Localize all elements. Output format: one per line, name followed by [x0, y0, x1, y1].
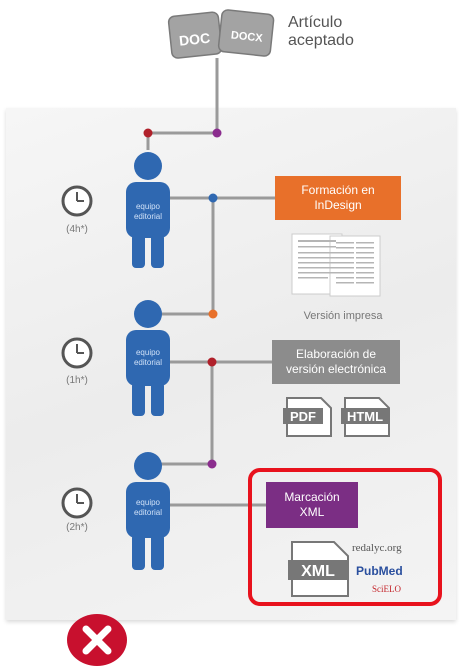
- xml-file-icon: XML: [288, 541, 349, 597]
- clock-icon: [61, 185, 93, 217]
- printed-pages-icon: [291, 233, 381, 297]
- node-dot: [143, 128, 153, 138]
- step2-box: Elaboración de versión electrónica: [272, 340, 400, 384]
- close-icon[interactable]: [66, 612, 128, 666]
- docx-label: DOCX: [230, 29, 264, 44]
- node-dot: [208, 309, 218, 319]
- person-label-line-1: equipo: [135, 498, 161, 507]
- node-dot: [207, 459, 217, 469]
- node-dot: [208, 193, 218, 203]
- title-line-2: aceptado: [288, 32, 354, 49]
- step3-box-line-1: Marcación: [284, 490, 340, 504]
- pdf-label: PDF: [290, 409, 316, 424]
- step1-box-line-1: Formación en: [301, 183, 375, 197]
- article-accepted-title: Artículo aceptado: [288, 14, 354, 50]
- step3-box: Marcación XML: [266, 482, 358, 528]
- clock-icon: [61, 337, 93, 369]
- html-label: HTML: [347, 409, 383, 424]
- xml-label: XML: [301, 563, 335, 580]
- step2-box-line-2: versión electrónica: [285, 362, 387, 376]
- scielo-logo: SciELO: [372, 584, 401, 594]
- person-icon: [126, 452, 170, 570]
- step1-box: Formación en InDesign: [275, 176, 401, 220]
- person-label-line-2: editorial: [133, 358, 162, 367]
- doc-docx-icon: DOC DOCX: [167, 9, 275, 59]
- step3-hours: (2h*): [66, 522, 88, 533]
- person-label: equipo editorial: [126, 202, 170, 222]
- person-label-line-2: editorial: [133, 508, 162, 517]
- step2-box-line-1: Elaboración de: [295, 347, 377, 361]
- node-dot: [212, 128, 222, 138]
- pubmed-logo: PubMed: [356, 564, 403, 578]
- step1-box-line-2: InDesign: [314, 198, 362, 212]
- doc-label: DOC: [178, 30, 211, 49]
- xml-highlight-frame: [248, 468, 442, 606]
- pdf-html-icons: PDF HTML: [283, 397, 390, 437]
- node-dot: [207, 357, 217, 367]
- step1-output-caption: Versión impresa: [303, 310, 383, 322]
- step1-hours: (4h*): [66, 224, 88, 235]
- clock-icon: [61, 487, 93, 519]
- redalyc-logo: redalyc.org: [352, 542, 402, 554]
- person-icon: [126, 152, 170, 268]
- person-label-line-1: equipo: [135, 348, 161, 357]
- person-label: equipo editorial: [126, 498, 170, 518]
- person-label-line-2: editorial: [133, 212, 162, 221]
- person-icon: [126, 300, 170, 416]
- title-line-1: Artículo: [288, 14, 343, 31]
- step2-hours: (1h*): [66, 375, 88, 386]
- person-label-line-1: equipo: [135, 202, 161, 211]
- person-label: equipo editorial: [126, 348, 170, 368]
- step3-box-line-2: XML: [299, 505, 325, 519]
